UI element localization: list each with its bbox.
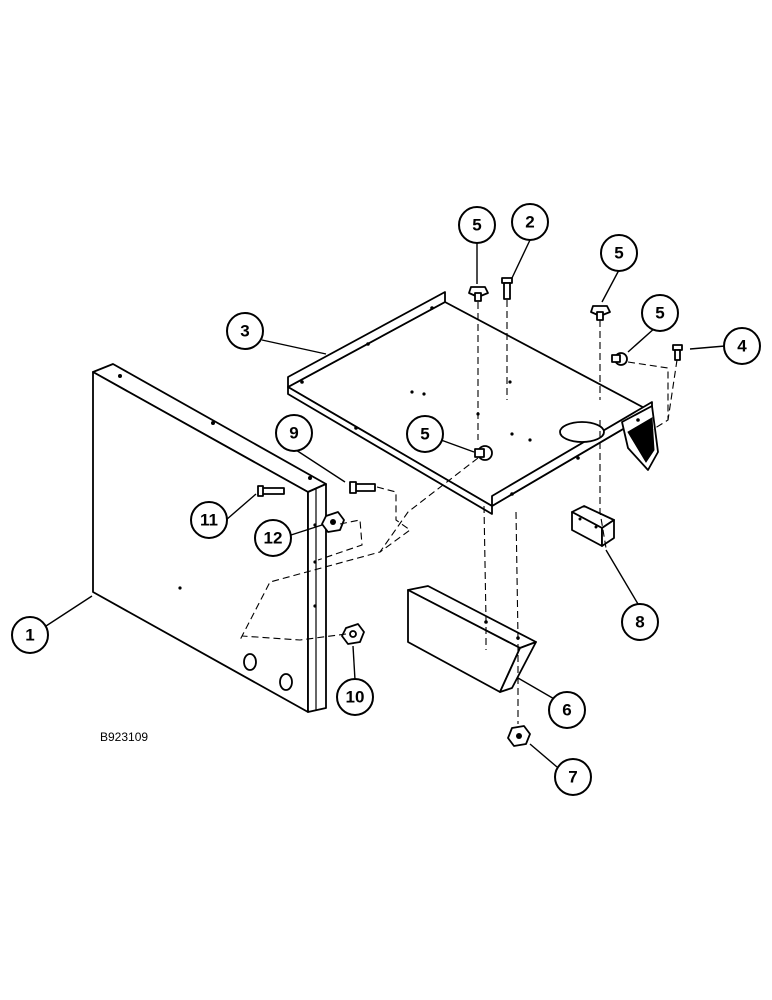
callout-8: 8 [621,603,659,641]
svg-text:10: 10 [346,688,365,707]
part-10-nut [341,623,365,645]
callout-10: 10 [336,678,374,716]
callout-7: 7 [554,758,592,796]
svg-text:6: 6 [562,701,571,720]
part-7-nut [507,725,531,747]
callout-9: 9 [275,414,313,452]
svg-text:8: 8 [635,613,644,632]
callout-1: 1 [11,616,49,654]
part-6-lower-bracket [407,585,537,693]
callout-3: 3 [226,312,264,350]
callout-12: 12 [254,519,292,557]
callout-5-top-left: 5 [458,206,496,244]
svg-text:1: 1 [25,626,34,645]
part-5-bolt-right [611,352,628,366]
part-4-screw [672,344,683,361]
part-5-bolt-center [474,445,493,461]
hardware [257,277,683,747]
callout-5-top-right: 5 [600,234,638,272]
svg-text:3: 3 [240,322,249,341]
callout-11: 11 [190,501,228,539]
part-8-small-bracket [571,505,615,547]
part-1-side-panel [92,363,327,713]
callout-2: 2 [511,203,549,241]
svg-text:5: 5 [420,425,429,444]
svg-text:5: 5 [614,244,623,263]
callout-4: 4 [723,327,761,365]
part-5-bolt-top-left [468,286,489,302]
svg-text:12: 12 [264,529,283,548]
callout-5-right: 5 [641,294,679,332]
part-11-bolt [257,485,285,497]
part-3-cover-plate [287,291,659,515]
figure-id-label: B923109 [100,730,148,744]
callout-5-center: 5 [406,415,444,453]
svg-text:11: 11 [200,511,218,530]
svg-text:5: 5 [472,216,481,235]
svg-text:7: 7 [568,768,577,787]
part-9-bolt [349,481,376,494]
svg-text:5: 5 [655,304,664,323]
svg-text:9: 9 [289,424,298,443]
part-12-nut [321,511,345,533]
assembly-lines [239,300,678,724]
part-5-bolt-top-right [590,305,611,321]
leader-lines [45,239,726,768]
svg-text:4: 4 [737,337,747,356]
svg-text:2: 2 [525,213,534,232]
part-2-screw [501,277,513,300]
callout-6: 6 [548,691,586,729]
